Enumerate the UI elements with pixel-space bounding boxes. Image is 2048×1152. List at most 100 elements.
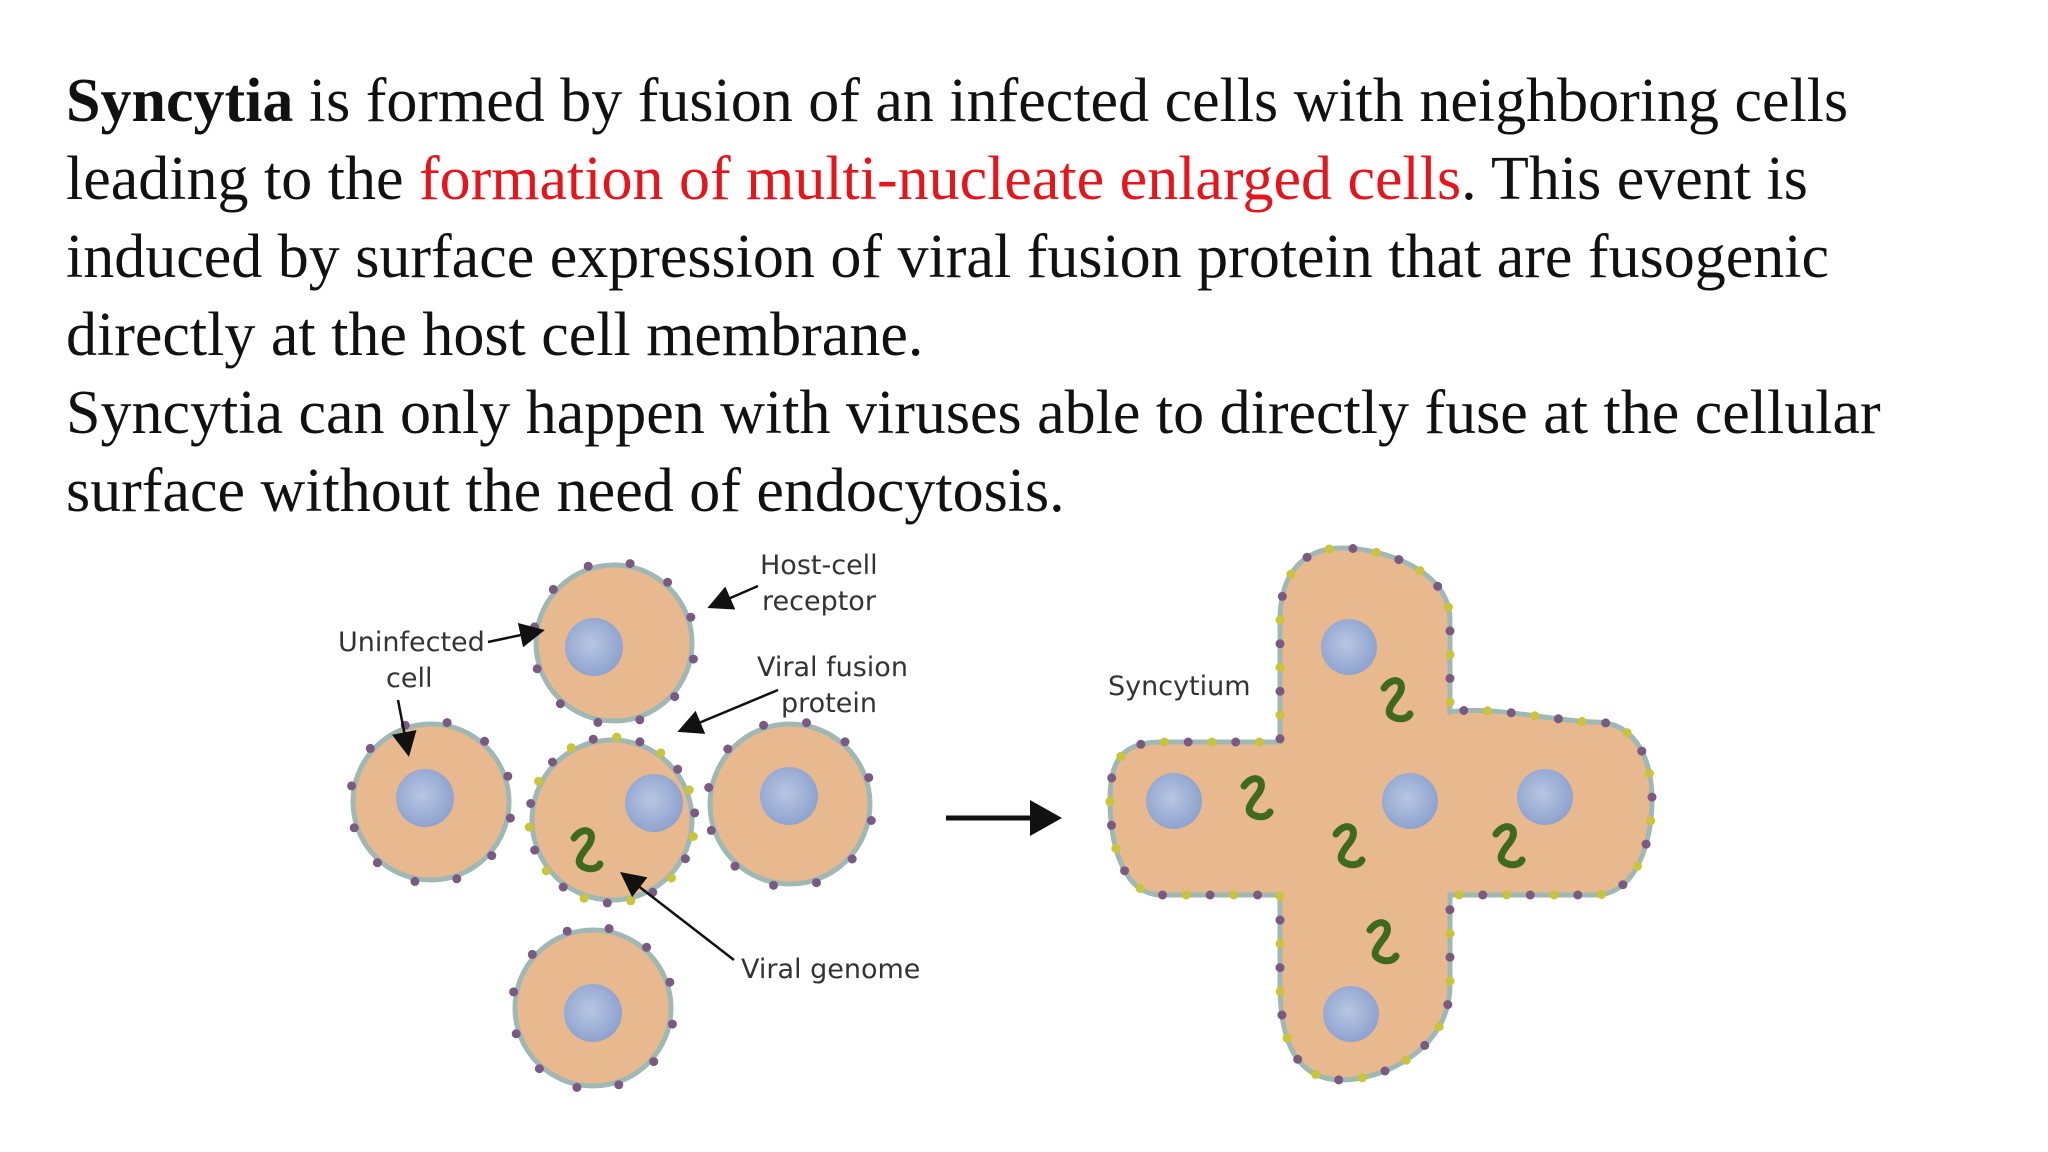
viral-genome-icon xyxy=(1366,919,1400,965)
receptor-icon xyxy=(1231,737,1241,747)
fusion-protein-icon xyxy=(656,748,666,758)
receptor-icon xyxy=(487,851,497,861)
top-cell xyxy=(533,562,695,724)
fusion-protein-icon xyxy=(1275,710,1285,720)
fusion-protein-icon xyxy=(1207,737,1217,747)
receptor-icon xyxy=(1647,792,1657,802)
receptor-icon xyxy=(1275,734,1285,744)
receptor-icon xyxy=(665,977,675,987)
syncytium-label: Syncytium xyxy=(1108,671,1251,702)
fusion-protein-icon xyxy=(1454,890,1464,900)
nucleus-icon xyxy=(564,984,622,1042)
fusion-protein-icon xyxy=(524,822,534,832)
slide-text: Syncytia is formed by fusion of an infec… xyxy=(66,62,2006,530)
paragraph-syncytia-formation: Syncytia is formed by fusion of an infec… xyxy=(66,62,2006,374)
receptor-icon xyxy=(505,813,515,823)
fusion-protein-icon xyxy=(1275,986,1285,996)
receptor-icon xyxy=(509,987,519,997)
fusion-protein-icon xyxy=(684,785,694,795)
receptor-icon xyxy=(1445,673,1455,683)
fusion-protein-icon xyxy=(1401,1055,1411,1065)
left-cell xyxy=(350,721,512,883)
fusion-protein-icon xyxy=(1644,769,1654,778)
fusion-protein-icon xyxy=(541,866,551,876)
receptor-icon xyxy=(1275,639,1285,649)
receptor-icon xyxy=(1618,880,1628,890)
receptor-icon xyxy=(649,1057,659,1067)
fusion-protein-icon xyxy=(534,776,544,786)
receptor-icon xyxy=(1183,737,1193,747)
fusion-protein-icon xyxy=(1275,939,1285,949)
receptor-icon xyxy=(530,845,540,855)
fusion-protein-icon xyxy=(1311,1069,1321,1079)
viral-genome-icon xyxy=(1380,677,1414,723)
fusion-protein-icon xyxy=(1254,737,1264,747)
receptor-icon xyxy=(1380,1066,1390,1076)
fusion-protein-icon xyxy=(1622,728,1632,738)
paragraph-syncytia-condition: Syncytia can only happen with viruses ab… xyxy=(66,379,1881,525)
receptor-icon xyxy=(730,861,740,871)
fusion-protein-icon xyxy=(1646,816,1656,826)
fusion-protein-icon xyxy=(1371,547,1381,557)
receptor-icon xyxy=(723,744,733,754)
receptor-icon xyxy=(706,825,716,835)
fusion-protein-icon xyxy=(1282,1033,1292,1043)
nucleus-icon xyxy=(625,774,683,832)
receptor-icon xyxy=(1573,890,1583,900)
receptor-icon xyxy=(866,816,876,825)
receptor-icon xyxy=(593,717,603,727)
fusion-protein-icon xyxy=(1502,890,1512,900)
receptor-icon xyxy=(704,783,714,792)
receptor-icon xyxy=(670,692,680,702)
receptor-icon xyxy=(1641,839,1651,849)
receptor-icon xyxy=(534,1064,544,1074)
fusion-protein-icon xyxy=(1434,1022,1444,1032)
receptor-icon xyxy=(558,882,568,892)
nucleus-icon xyxy=(1382,773,1438,829)
receptor-icon xyxy=(527,949,537,959)
receptor-icon xyxy=(1293,1054,1303,1064)
receptor-icon xyxy=(1525,890,1535,900)
receptor-icon xyxy=(548,757,557,767)
fusion-protein-icon xyxy=(1181,890,1191,900)
receptor-icon xyxy=(1334,1075,1344,1085)
receptor-icon xyxy=(511,1029,521,1039)
receptor-icon xyxy=(548,584,558,594)
viral-genome-icon xyxy=(570,827,604,873)
syncytium-surface-proteins xyxy=(1105,544,1657,1085)
receptor-icon xyxy=(1275,686,1285,696)
fusion-protein-icon xyxy=(612,732,622,742)
receptor-icon xyxy=(688,654,698,664)
fusion-protein-icon xyxy=(1597,890,1607,899)
receptor-icon xyxy=(847,854,857,864)
receptor-icon xyxy=(1394,555,1404,565)
bottom-cell xyxy=(512,927,674,1089)
receptor-icon xyxy=(680,854,690,864)
paragraph-text-b: . This event is induced by surface expre… xyxy=(66,145,1829,369)
receptor-icon xyxy=(625,559,635,569)
receptor-icon xyxy=(1136,739,1146,749)
fusion-protein-icon xyxy=(1445,697,1455,707)
receptor-icon xyxy=(1478,890,1488,900)
receptor-icon xyxy=(1506,708,1516,718)
receptor-icon xyxy=(555,699,565,709)
viral-fusion-label-1: Viral fusion xyxy=(757,652,908,683)
receptor-icon xyxy=(663,577,673,587)
nucleus-icon xyxy=(1321,619,1377,675)
bold-term: Syncytia xyxy=(66,67,294,135)
fusion-protein-icon xyxy=(1275,891,1285,901)
fusion-protein-icon xyxy=(1483,706,1493,716)
nucleus-icon xyxy=(1323,986,1379,1042)
fusion-protein-icon xyxy=(1445,976,1455,986)
receptor-icon xyxy=(372,858,382,868)
receptor-icon xyxy=(530,622,540,632)
receptor-icon xyxy=(1275,963,1285,973)
fusion-protein-icon xyxy=(1549,890,1559,900)
fusion-pointer-arrow xyxy=(677,688,779,734)
fusion-protein-icon xyxy=(1135,883,1145,893)
fusion-protein-icon xyxy=(1159,737,1169,747)
receptor-icon xyxy=(602,898,612,908)
receptor-icon xyxy=(667,1019,677,1029)
syncytium xyxy=(1105,544,1657,1085)
